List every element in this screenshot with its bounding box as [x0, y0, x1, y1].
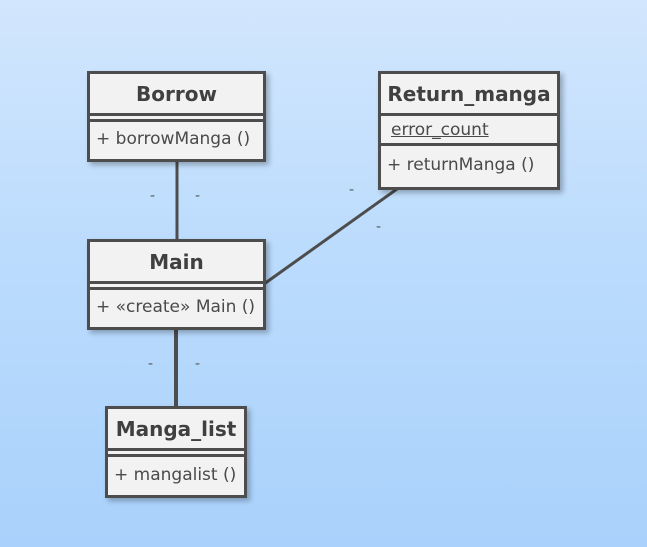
class-main[interactable]: Main + «create» Main ()	[87, 239, 266, 330]
multiplicity-borrow-main-target: -	[195, 188, 201, 204]
operation: + returnManga ()	[387, 155, 535, 175]
attributes-compartment: error_count	[381, 116, 557, 146]
operation: + borrowManga ()	[96, 129, 251, 149]
operations-compartment: + returnManga ()	[381, 146, 557, 184]
multiplicity-borrow-main-source: -	[150, 188, 156, 204]
multiplicity-return-manga-main-target: -	[376, 219, 382, 235]
operation: + mangalist ()	[114, 464, 237, 485]
class-manga-list[interactable]: Manga_list + mangalist ()	[105, 406, 247, 498]
operations-compartment: + «create» Main ()	[90, 290, 263, 324]
multiplicity-main-manga-list-target: -	[195, 356, 201, 372]
class-name: Manga_list	[108, 409, 244, 451]
attributes-compartment	[108, 451, 244, 457]
multiplicity-return-manga-main-source: -	[349, 182, 355, 198]
operation: + «create» Main ()	[96, 297, 256, 317]
class-return-manga[interactable]: Return_manga error_count + returnManga (…	[378, 71, 560, 190]
operations-compartment: + mangalist ()	[108, 457, 244, 492]
class-name: Main	[90, 242, 263, 284]
attributes-compartment	[90, 284, 263, 290]
attributes-compartment	[90, 116, 263, 122]
attribute: error_count	[391, 119, 489, 140]
class-borrow[interactable]: Borrow + borrowManga ()	[87, 71, 266, 162]
class-name: Return_manga	[381, 74, 557, 116]
association-return-manga-main[interactable]	[263, 187, 398, 286]
multiplicity-main-manga-list-source: -	[148, 356, 154, 372]
operations-compartment: + borrowManga ()	[90, 122, 263, 156]
class-name: Borrow	[90, 74, 263, 116]
